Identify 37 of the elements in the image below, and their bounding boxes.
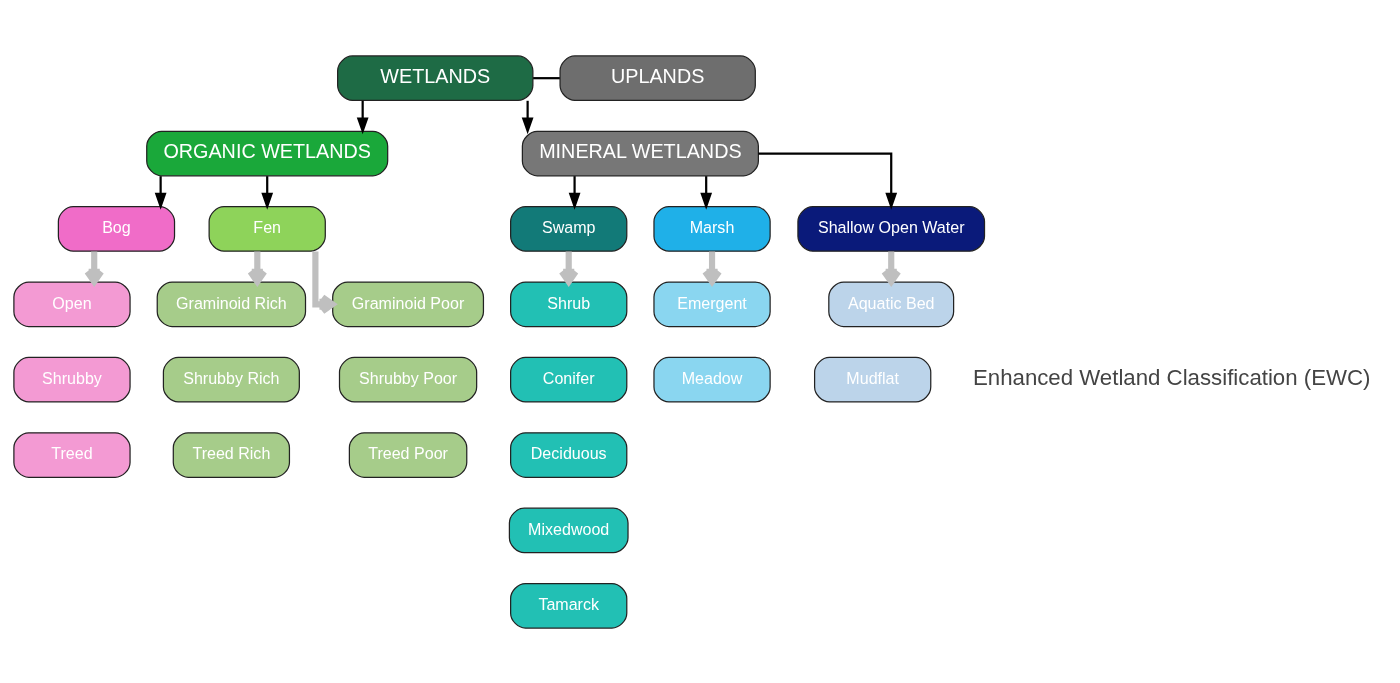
node-box: ORGANIC WETLANDS <box>146 130 389 176</box>
node-box: Marsh <box>653 205 771 252</box>
node-box: Graminoid Poor <box>332 280 485 327</box>
arrow <box>758 151 898 210</box>
node-box: Deciduous <box>510 431 628 478</box>
arrow <box>312 251 336 314</box>
node-box: Shrubby <box>13 356 131 403</box>
node-box: Aquatic Bed <box>828 280 955 327</box>
node-box: WETLANDS <box>337 54 534 101</box>
node-box: Tamarck <box>510 582 628 629</box>
node-box: MINERAL WETLANDS <box>521 130 759 176</box>
node-box: Shrubby Rich <box>162 356 300 403</box>
node-box: Meadow <box>653 356 771 403</box>
node-box: Mixedwood <box>508 507 629 553</box>
node-box: Shrubby Poor <box>338 356 478 403</box>
node-box: Shrub <box>510 280 628 327</box>
arrow <box>247 251 268 285</box>
node-box: Bog <box>57 205 176 252</box>
label: Enhanced Wetland Classification (EWC) <box>972 364 1371 390</box>
node-box: UPLANDS <box>559 54 756 101</box>
arrow <box>881 251 902 285</box>
arrow <box>84 251 105 285</box>
node-box: Open <box>13 280 131 327</box>
node-box: Treed Poor <box>348 431 468 478</box>
node-box: Graminoid Rich <box>156 280 307 327</box>
arrow <box>702 251 723 285</box>
node-box: Swamp <box>510 205 628 252</box>
arrow <box>568 175 581 210</box>
node-box: Treed <box>13 431 131 478</box>
node-box: Mudflat <box>814 356 932 403</box>
node-box: Emergent <box>653 280 771 327</box>
node-box: Treed Rich <box>172 431 291 478</box>
connector <box>533 76 560 79</box>
arrow <box>558 251 579 285</box>
node-box: Shallow Open Water <box>797 205 986 252</box>
node-box: Conifer <box>510 356 628 403</box>
node-box: Fen <box>208 205 326 252</box>
